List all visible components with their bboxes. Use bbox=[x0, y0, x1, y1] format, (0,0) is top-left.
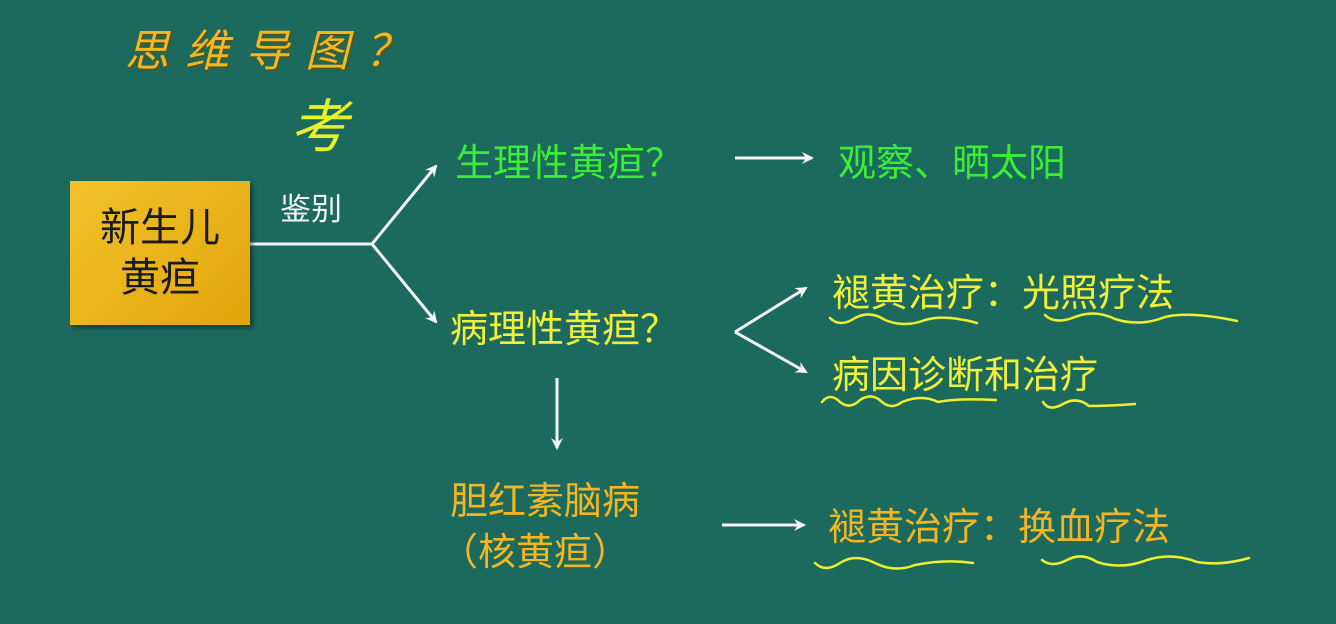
root-line1: 新生儿 bbox=[100, 205, 220, 251]
kernicterus-line1: 胆红素脑病 bbox=[450, 479, 641, 523]
arrow-to-physiological bbox=[370, 164, 438, 245]
squiggle-underline bbox=[1041, 399, 1137, 409]
slide-title: 思维导图？ bbox=[125, 26, 425, 77]
root-node: 新生儿 黄疸 bbox=[70, 181, 250, 325]
diagnosis-node: 病因诊断和治疗 bbox=[832, 353, 1099, 397]
kernicterus-line2: （核黄疸） bbox=[440, 530, 631, 574]
observe-node: 观察、晒太阳 bbox=[838, 141, 1067, 185]
arrow-to-phototherapy bbox=[734, 286, 808, 334]
squiggle-underline bbox=[1040, 555, 1251, 567]
arrow-to-diagnosis bbox=[734, 330, 808, 374]
squiggle-underline bbox=[813, 556, 975, 570]
root-line2: 黄疸 bbox=[120, 255, 200, 301]
exchange-transfusion-node: 褪黄治疗：换血疗法 bbox=[828, 505, 1171, 549]
squiggle-underline bbox=[828, 313, 979, 326]
underline-annotations bbox=[813, 312, 1251, 570]
physiological-node: 生理性黄疸？ bbox=[455, 141, 684, 185]
branch-label: 鉴别 bbox=[280, 192, 342, 228]
squiggle-underline bbox=[820, 395, 998, 408]
arrow-to-pathological bbox=[370, 243, 438, 324]
phototherapy-node: 褪黄治疗：光照疗法 bbox=[832, 271, 1175, 315]
squiggle-underline bbox=[1043, 312, 1239, 324]
handwritten-annotation: 考 bbox=[290, 93, 349, 161]
pathological-node: 病理性黄疸？ bbox=[450, 307, 679, 351]
